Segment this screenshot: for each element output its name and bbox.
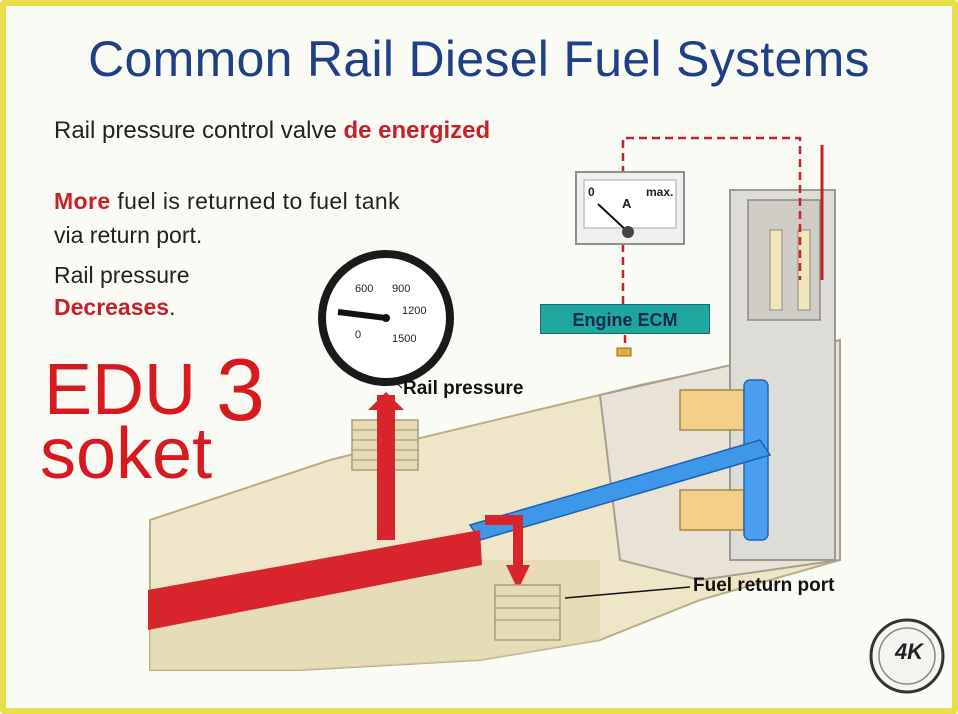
gauge-tick-600: 600 <box>355 283 373 295</box>
edu-label: EDU <box>44 350 217 430</box>
edu-number: 3 <box>216 340 265 439</box>
pressure-decreases-period: . <box>169 294 176 320</box>
pressure-gauge-needle <box>337 309 387 321</box>
ammeter-unit: A <box>622 196 632 211</box>
fuel-return-text: fuel is returned to fuel tank <box>110 188 400 214</box>
solenoid-coil-bottom <box>679 489 745 531</box>
gauge-tick-0: 0 <box>355 329 361 341</box>
valve-state-highlight: de energized <box>343 117 491 144</box>
valve-state-text: Rail pressure control valve <box>54 117 344 144</box>
return-port-leader <box>564 586 691 599</box>
ecm-ground-terminal <box>616 347 632 357</box>
ammeter-needle <box>597 203 629 233</box>
engine-ecm-box: Engine ECM <box>540 304 710 334</box>
ammeter-pivot <box>622 226 634 238</box>
gauge-feed-arrow <box>368 392 404 410</box>
logo-text: 4K <box>894 639 924 664</box>
pressure-decreases-highlight: Decreases <box>54 294 170 320</box>
fuel-return-highlight: More <box>54 188 111 214</box>
fuel-return-port-label: Fuel return port <box>693 575 835 596</box>
pressure-gauge-pivot <box>382 314 390 322</box>
solenoid-coil-top <box>679 389 745 431</box>
return-port-thread <box>494 584 561 641</box>
high-pressure-fuel-rail <box>148 530 482 630</box>
logo-badge <box>869 618 945 694</box>
ammeter-zero: 0 <box>588 185 595 199</box>
rail-pressure-line: Rail pressure <box>54 262 190 288</box>
gauge-tick-1200: 1200 <box>402 305 426 317</box>
ammeter-max: max. <box>646 185 673 199</box>
soket-overlay: soket <box>40 414 213 494</box>
edu-overlay: EDU 3 <box>44 340 265 434</box>
valve-state-line: Rail pressure control valve de energized <box>54 117 490 145</box>
gauge-feed-line <box>377 395 395 540</box>
connector-pin-left <box>769 229 783 311</box>
gauge-tick-900: 900 <box>392 283 410 295</box>
gauge-tick-1500: 1500 <box>392 333 416 345</box>
rail-pressure-label: Rail pressure <box>403 378 524 399</box>
return-flow-arrowhead <box>506 565 530 590</box>
slide-title: Common Rail Diesel Fuel Systems <box>88 31 870 87</box>
pressure-decreases-line: Decreases. <box>54 294 176 321</box>
fuel-return-line: More fuel is returned to fuel tank <box>54 188 400 215</box>
return-port-line: via return port. <box>54 222 203 248</box>
return-flow-arrow <box>485 515 523 570</box>
